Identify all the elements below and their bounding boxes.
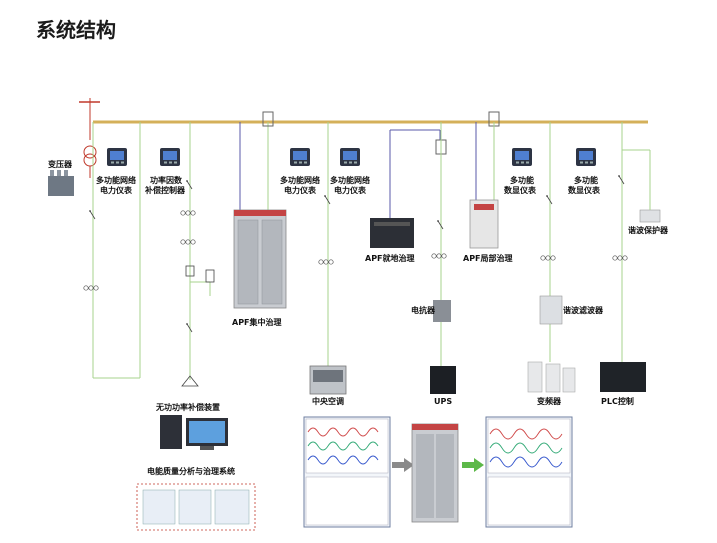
arrow-after-head [474, 458, 484, 472]
reactive-comp-label: 无功功率补偿装置 [155, 402, 220, 412]
pq-system-label: 电能质量分析与治理系统 [147, 466, 235, 476]
meter-4-icon [512, 148, 532, 166]
ups-branch [430, 122, 456, 394]
apf-central-label: APF集中治理 [232, 317, 282, 327]
pq-system-screens [136, 483, 256, 531]
meter-1-label-line2: 电力仪表 [100, 185, 133, 195]
meter-2-label-line2: 电力仪表 [284, 185, 317, 195]
transformer-icon [48, 170, 74, 196]
apf-partial-label: APF局部治理 [463, 253, 513, 263]
central-ac-branch [309, 122, 347, 395]
pf-controller-label-line2: 补偿控制器 [144, 185, 186, 195]
pf-controller-label-line1: 功率因数 [150, 175, 183, 185]
reactive-comp-device [160, 415, 228, 450]
apf-local-unit [370, 129, 447, 248]
meter-4-label-line1: 多功能 [510, 175, 534, 185]
page-title: 系统结构 [36, 18, 116, 42]
meter-5-label-line2: 数显仪表 [568, 185, 601, 195]
plc-label: PLC控制 [601, 396, 634, 406]
meter-2-label-line1: 多功能网络 [280, 175, 320, 185]
after-analysis-screen [485, 416, 573, 528]
meter-1-label-line1: 多功能网络 [96, 175, 136, 185]
inverter-label: 变频器 [537, 396, 562, 406]
meter-5-label-line1: 多功能 [574, 175, 598, 185]
reactor-label: 电抗器 [411, 305, 436, 315]
central-ac-label: 中央空调 [312, 396, 344, 406]
meter-3-label-line1: 多功能网络 [330, 175, 370, 185]
meter-5-icon [576, 148, 596, 166]
meter-4-label-line2: 数显仪表 [504, 185, 537, 195]
meter-1-icon [107, 148, 127, 166]
apf-cabinet-center [411, 423, 459, 523]
meter-2-icon [290, 148, 310, 166]
meter-3-icon [340, 148, 360, 166]
arrow-before-head [404, 458, 414, 472]
harmonic-filter-label: 谐波滤波器 [563, 305, 604, 315]
apf-central-cabinet [233, 111, 287, 309]
incoming-supply [79, 98, 141, 379]
plc-branch [600, 122, 661, 392]
apf-local-label: APF就地治理 [365, 253, 415, 263]
pf-controller-icon [160, 148, 180, 166]
before-analysis-screen [303, 416, 391, 528]
transformer-label: 变压器 [48, 159, 73, 169]
ups-label: UPS [434, 397, 452, 406]
inverter-branch [527, 122, 576, 393]
capacitor-branch [180, 122, 215, 387]
meter-3-label-line2: 电力仪表 [334, 185, 367, 195]
apf-partial-unit [469, 111, 500, 249]
harmonic-protector-label: 谐波保护器 [628, 225, 669, 235]
